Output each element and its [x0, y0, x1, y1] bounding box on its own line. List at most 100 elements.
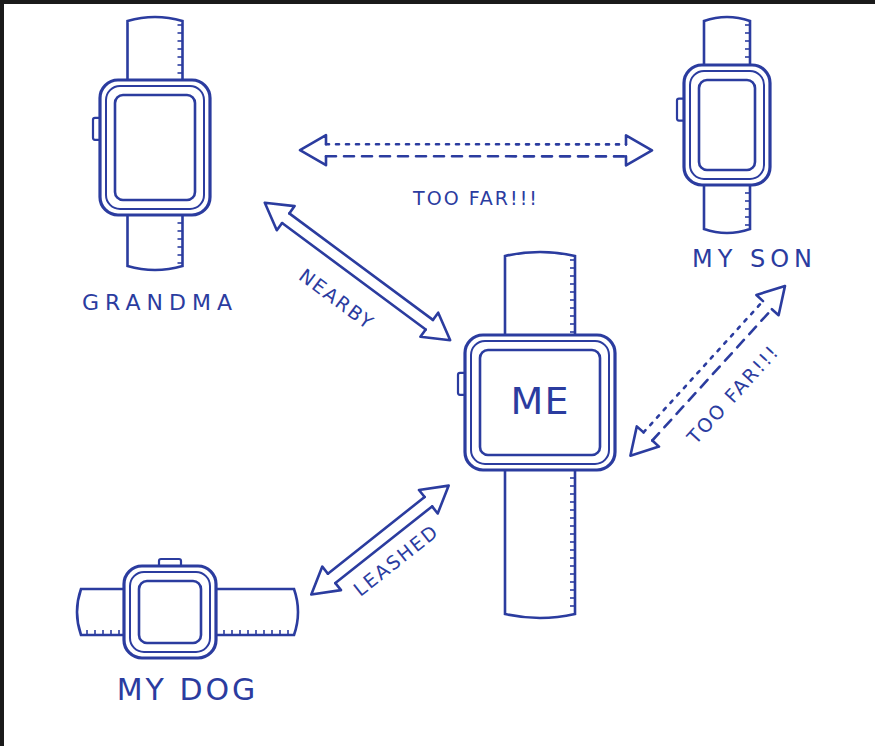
watch-owner-label: GRANDMA [60, 290, 260, 316]
band-tick [570, 605, 575, 607]
band-tick [570, 509, 575, 511]
arrow-shaft [326, 155, 626, 158]
band-tick [570, 307, 575, 309]
smartwatch-node: ME [455, 245, 625, 625]
connector-label: TOO FAR!!! [682, 340, 783, 448]
band-tick [570, 501, 575, 503]
double-block-arrow [630, 286, 785, 456]
watch-case [684, 65, 770, 185]
band-tick [110, 630, 112, 635]
watch-bezel [690, 71, 764, 179]
band-tick [745, 48, 750, 50]
band-tick [570, 557, 575, 559]
smartwatch-node: MY SON [660, 10, 825, 280]
screen-label: ME [455, 379, 625, 425]
arrow-head [300, 135, 652, 165]
smartwatch-outline [455, 245, 625, 625]
band-tick [178, 246, 183, 248]
band-tick [94, 630, 96, 635]
band-tick [86, 630, 88, 635]
watch-case [100, 80, 210, 215]
band-tick [570, 283, 575, 285]
band-tick [570, 573, 575, 575]
band-tick [102, 630, 104, 635]
band-tick [178, 238, 183, 240]
connector-label: NEARBY [295, 264, 379, 334]
watch-face [139, 581, 201, 643]
band-tick [239, 630, 241, 635]
double-block-arrow [265, 203, 450, 341]
band-tick [570, 275, 575, 277]
band-tick [570, 533, 575, 535]
band-tick [570, 331, 575, 333]
watch-owner-label: MY DOG [70, 672, 305, 708]
double-block-arrow [300, 135, 652, 165]
band-tick [570, 597, 575, 599]
band-tick [570, 517, 575, 519]
band-tick [178, 262, 183, 264]
watch-bezel [106, 86, 204, 209]
watch-owner-label: MY SON [672, 245, 837, 274]
band-tick [745, 24, 750, 26]
band-tick [178, 222, 183, 224]
band-tick [570, 541, 575, 543]
watch-band [505, 460, 575, 618]
band-tick [178, 64, 183, 66]
band-tick [263, 630, 265, 635]
band-tick [570, 267, 575, 269]
band-tick [570, 485, 575, 487]
band-tick [279, 630, 281, 635]
band-tick [570, 581, 575, 583]
band-tick [745, 32, 750, 34]
band-tick [570, 291, 575, 293]
band-tick [570, 299, 575, 301]
band-tick [745, 224, 750, 226]
band-tick [231, 630, 233, 635]
band-tick [745, 216, 750, 218]
band-tick [178, 24, 183, 26]
smartwatch-outline [660, 10, 825, 280]
photo-frame [0, 0, 4, 746]
band-tick [178, 56, 183, 58]
watch-band [505, 252, 575, 345]
connector-label: TOO FAR!!! [413, 187, 539, 209]
band-tick [570, 589, 575, 591]
band-tick [178, 48, 183, 50]
band-tick [178, 230, 183, 232]
band-tick [570, 323, 575, 325]
watch-face [115, 95, 195, 200]
band-tick [255, 630, 257, 635]
arrow-head [265, 203, 450, 341]
watch-case [124, 566, 216, 658]
band-tick [178, 72, 183, 74]
band-tick [570, 525, 575, 527]
band-tick [745, 208, 750, 210]
band-tick [118, 630, 120, 635]
smartwatch-node: MY DOG [70, 550, 305, 715]
band-tick [287, 630, 289, 635]
arrow-shaft [326, 143, 626, 146]
band-tick [247, 630, 249, 635]
band-tick [570, 315, 575, 317]
smartwatch-node: GRANDMA [60, 10, 260, 320]
smartwatch-outline [60, 10, 260, 320]
band-tick [745, 40, 750, 42]
band-tick [570, 259, 575, 261]
watch-face [699, 80, 755, 170]
band-tick [745, 192, 750, 194]
band-tick [178, 254, 183, 256]
watch-bezel [130, 572, 210, 652]
band-tick [570, 565, 575, 567]
band-tick [745, 200, 750, 202]
band-tick [745, 56, 750, 58]
band-tick [570, 549, 575, 551]
band-tick [223, 630, 225, 635]
arrow-head [630, 286, 785, 456]
collar-band [206, 589, 298, 635]
band-tick [570, 477, 575, 479]
band-tick [178, 32, 183, 34]
photo-frame [0, 0, 875, 4]
band-tick [271, 630, 273, 635]
band-tick [178, 40, 183, 42]
